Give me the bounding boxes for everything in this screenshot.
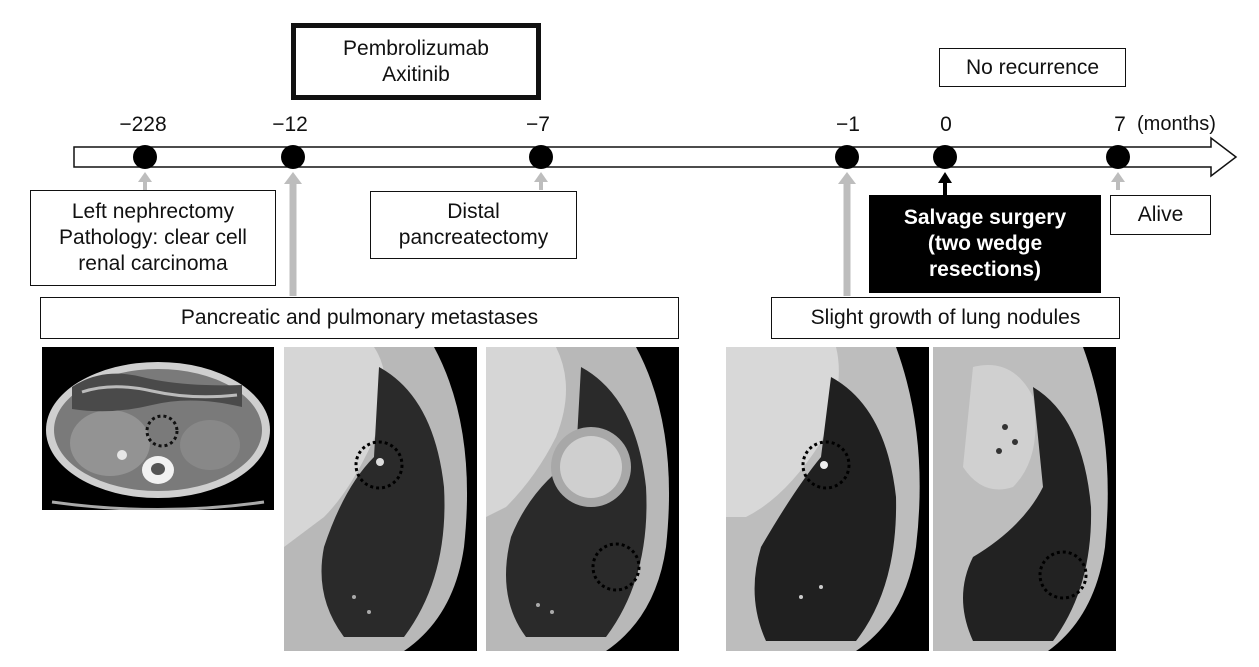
- timepoint-marker-0: [933, 145, 957, 169]
- tick-label-7: 7: [1114, 113, 1126, 136]
- axis-unit-label: (months): [1137, 113, 1216, 135]
- timepoint-marker-minus-1: [835, 145, 859, 169]
- timepoint-marker-minus-228: [133, 145, 157, 169]
- timepoint-marker-7: [1106, 145, 1130, 169]
- tick-label-minus-1: −1: [836, 113, 860, 136]
- timepoint-marker-minus-7: [529, 145, 553, 169]
- no-recurrence-box: No recurrence: [939, 48, 1126, 87]
- abdominal-ct-image: [42, 347, 274, 510]
- tick-label-0: 0: [940, 113, 952, 136]
- tick-label-minus-12: −12: [272, 113, 308, 136]
- metastases-box: Pancreatic and pulmonary metastases: [40, 297, 679, 339]
- lung-ct-image-1: [284, 347, 477, 651]
- alive-box: Alive: [1110, 195, 1211, 235]
- lung-ct-image-2: [486, 347, 679, 651]
- growth-box: Slight growth of lung nodules: [771, 297, 1120, 339]
- tick-label-minus-7: −7: [526, 113, 550, 136]
- treatment-box: Pembrolizumab Axitinib: [291, 23, 541, 100]
- tick-label-minus-228: −228: [119, 113, 167, 136]
- treatment-drug-1: Pembrolizumab: [343, 36, 489, 60]
- pancreatectomy-box: Distal pancreatectomy: [370, 191, 577, 259]
- treatment-drug-2: Axitinib: [382, 62, 450, 86]
- timeline-arrow: [73, 136, 1238, 178]
- nephrectomy-box: Left nephrectomy Pathology: clear cell r…: [30, 190, 276, 286]
- lung-ct-image-4: [933, 347, 1116, 651]
- salvage-surgery-box: Salvage surgery (two wedge resections): [869, 195, 1101, 293]
- lung-ct-image-3: [726, 347, 929, 651]
- timepoint-marker-minus-12: [281, 145, 305, 169]
